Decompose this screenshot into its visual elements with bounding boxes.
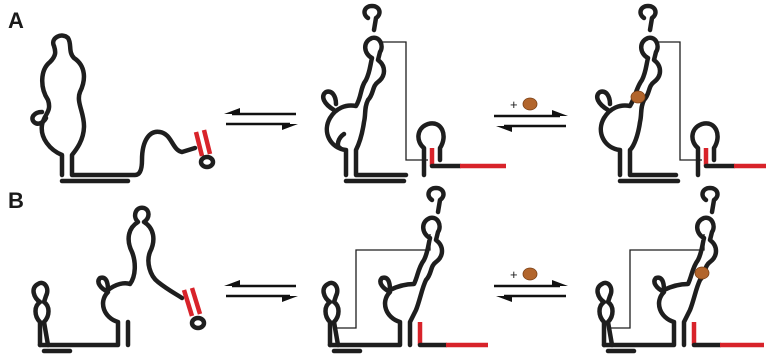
top-hairpin [426,185,446,215]
rna-backbone [39,33,198,178]
small-hairpin [321,280,341,348]
side-hairpin [30,109,49,126]
rna-backbone [327,215,445,348]
antiterminator-hairpin [416,121,446,178]
reverse-arrowhead [224,280,240,286]
panel-b-unbound-structure [31,205,207,354]
ligand-plus-sign: + [510,267,518,282]
rna-backbone [601,215,719,348]
reverse-arrowhead [224,108,240,114]
small-hairpin [595,280,615,348]
panel-b-equilibrium-arrows-2: + [494,267,568,302]
ligand-molecule [522,97,538,111]
side-hairpin [595,89,613,113]
terminator-loop [189,315,207,331]
forward-arrowhead [282,124,298,130]
panel-b-aptamer-structure [321,185,488,354]
panel-b: B [8,185,764,354]
panel-a-aptamer-structure [321,3,506,184]
forward-arrowhead [282,296,298,302]
reverse-arrowhead [496,296,512,302]
pseudoknot-link [658,41,702,161]
panel-a-equilibrium-arrows-1 [224,108,298,130]
bound-ligand [694,266,710,280]
terminator-stem-right [189,287,203,315]
bound-ligand [630,90,646,104]
panel-label-b: B [8,188,24,213]
panel-b-equilibrium-arrows-1 [224,280,298,302]
panel-a-bound-structure [595,3,766,184]
terminator-stem-left [193,131,205,157]
panel-a: A [8,3,766,184]
small-hairpin [31,280,51,348]
pseudoknot-link [382,41,428,161]
forward-arrowhead [552,280,568,286]
reverse-arrowhead [496,126,512,132]
forward-arrowhead [552,110,568,116]
rna-backbone [598,35,679,178]
panel-b-bound-structure [595,185,764,354]
top-hairpin [638,3,658,33]
inner-hairpin [335,131,347,151]
antiterminator-hairpin [690,121,720,178]
top-hairpin [362,3,382,33]
rna-backbone [324,35,409,178]
terminator-stem-right [201,129,213,155]
side-hairpin [321,89,339,113]
rna-backbone [37,205,185,348]
ligand-molecule [522,267,538,281]
top-hairpin [700,185,720,215]
terminator-loop [198,154,216,170]
terminator-stem-left [181,289,195,317]
panel-label-a: A [8,8,24,33]
ligand-plus-sign: + [510,97,518,112]
panel-a-equilibrium-arrows-2: + [494,97,568,132]
panel-a-unbound-structure [30,33,216,184]
